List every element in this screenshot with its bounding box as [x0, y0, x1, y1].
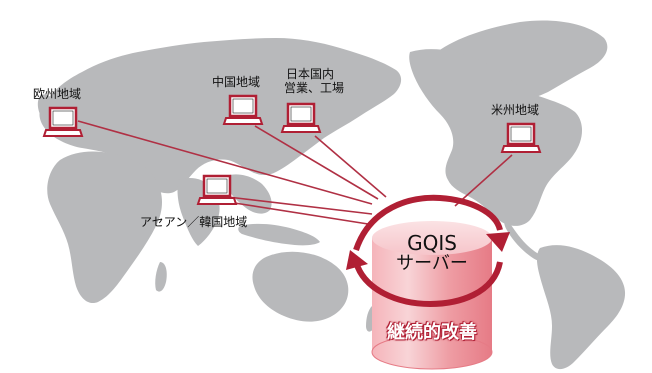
- map-eurasia: [39, 38, 402, 194]
- computer-icon-japan: [280, 102, 322, 133]
- link-japan: [314, 135, 387, 198]
- cycle-arrow-icon: [346, 194, 510, 308]
- label-europe: 欧州地域: [33, 87, 82, 101]
- link-china: [254, 125, 379, 200]
- map-indonesia: [238, 223, 320, 246]
- map-australia: [252, 251, 349, 322]
- continuous-improvement-label: 継続的改善: [387, 322, 477, 343]
- map-south-america: [536, 245, 626, 370]
- link-asean-2: [227, 201, 369, 225]
- computer-icon-americas: [500, 122, 542, 153]
- label-japan-line2: 営業、工場: [284, 81, 345, 95]
- link-europe: [77, 120, 373, 205]
- server-title: GQIS: [407, 231, 457, 255]
- computer-icon-asean: [196, 174, 238, 205]
- label-japan-line1: 日本国内: [286, 67, 335, 81]
- label-china: 中国地域: [212, 75, 261, 89]
- connection-lines: [77, 120, 513, 225]
- label-americas: 米州地域: [491, 103, 540, 117]
- map-greenland: [430, 20, 608, 101]
- world-map: [37, 20, 626, 370]
- link-americas: [454, 154, 513, 207]
- computer-icon-china: [222, 94, 264, 125]
- map-north-america: [409, 49, 583, 226]
- label-asean: アセアン／韓国地域: [140, 215, 248, 229]
- link-asean: [227, 196, 373, 215]
- map-southeast-asia: [224, 174, 272, 214]
- map-madagascar: [155, 262, 167, 292]
- computer-icon-europe: [42, 106, 84, 137]
- map-africa: [47, 151, 163, 304]
- server-subtitle: サーバー: [396, 253, 468, 274]
- map-uk: [37, 94, 52, 118]
